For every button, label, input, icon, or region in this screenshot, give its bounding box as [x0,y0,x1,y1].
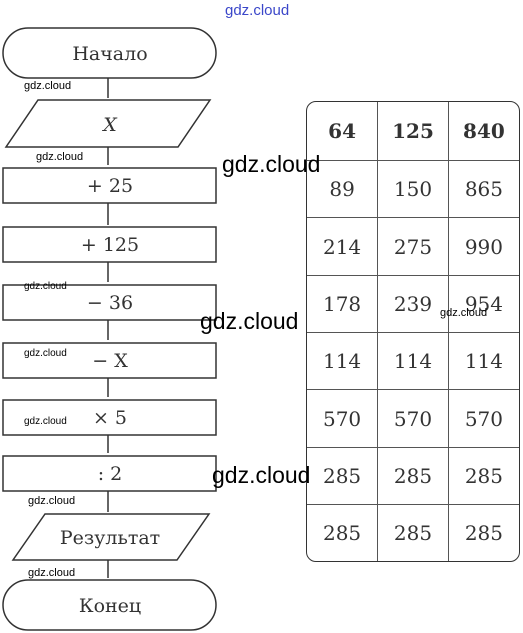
watermark: gdz.cloud [24,348,67,359]
table-cell: 285 [447,446,519,506]
step-sub-x [2,342,217,379]
start-terminal [2,27,217,79]
table-cell: 570 [447,389,519,448]
table-row: 89 150 865 [307,159,519,219]
watermark: gdz.cloud [28,567,76,579]
table-cell: 570 [307,389,379,448]
table-cell: 114 [307,332,379,391]
step-sub-36 [2,284,217,321]
input-label: X [101,114,118,136]
end-label: Конец [79,595,141,617]
table-row: 214 275 990 [307,217,519,276]
step-sub-36-label: − 36 [87,292,133,314]
table-row: 285 285 285 [307,504,519,561]
table-cell: 114 [447,332,519,391]
header-cell: 840 [447,102,519,161]
step-add-25-label: + 25 [87,175,133,197]
table-cell: 114 [377,332,449,391]
table-cell: 285 [307,504,379,561]
watermark: gdz.cloud [36,151,84,163]
table-cell: 990 [447,217,519,276]
output-parallelogram [11,513,211,561]
table-cell: 954 [447,274,519,334]
table-row: 285 285 285 [307,446,519,506]
table-cell: 285 [377,446,449,506]
table-cell: 570 [377,389,449,448]
watermark: gdz.cloud [222,151,321,177]
watermark-top: gdz.cloud [225,2,290,19]
table-cell: 285 [377,504,449,561]
step-mul-5 [2,399,217,436]
output-label: Результат [60,527,160,549]
end-terminal [2,579,217,631]
step-div-2-label: : 2 [98,463,123,485]
step-sub-x-label: − X [92,350,128,372]
watermark: gdz.cloud [212,462,311,488]
table-row: 178 239 954 [307,274,519,334]
table-cell: 178 [307,274,379,334]
table-cell: 214 [307,217,379,276]
flowchart: Начало X + 25 + 125 − 36 − X × 5 : 2 Рез… [2,27,217,631]
table-row: 114 114 114 [307,332,519,391]
step-add-25 [2,167,217,204]
table-row: 570 570 570 [307,389,519,448]
table-cell: 285 [307,446,379,506]
step-add-125-label: + 125 [81,234,139,256]
header-cell: 125 [377,102,449,161]
start-label: Начало [72,43,147,65]
results-table: 64 125 840 89 150 865 214 275 990 178 23… [306,101,520,562]
watermark: gdz.cloud [24,80,72,92]
table-header-row: 64 125 840 [307,102,519,161]
step-mul-5-label: × 5 [93,407,127,429]
step-div-2 [2,455,217,492]
watermark: gdz.cloud [200,308,299,334]
table-cell: 239 [377,274,449,334]
watermark: gdz.cloud [24,416,67,427]
table-cell: 865 [447,159,519,219]
table-cell: 150 [377,159,449,219]
input-parallelogram [4,99,212,148]
table-cell: 285 [447,504,519,561]
watermark: gdz.cloud [440,307,488,319]
table-cell: 275 [377,217,449,276]
watermark: gdz.cloud [24,281,67,292]
header-cell: 64 [307,102,379,161]
step-add-125 [2,226,217,263]
watermark: gdz.cloud [28,495,76,507]
